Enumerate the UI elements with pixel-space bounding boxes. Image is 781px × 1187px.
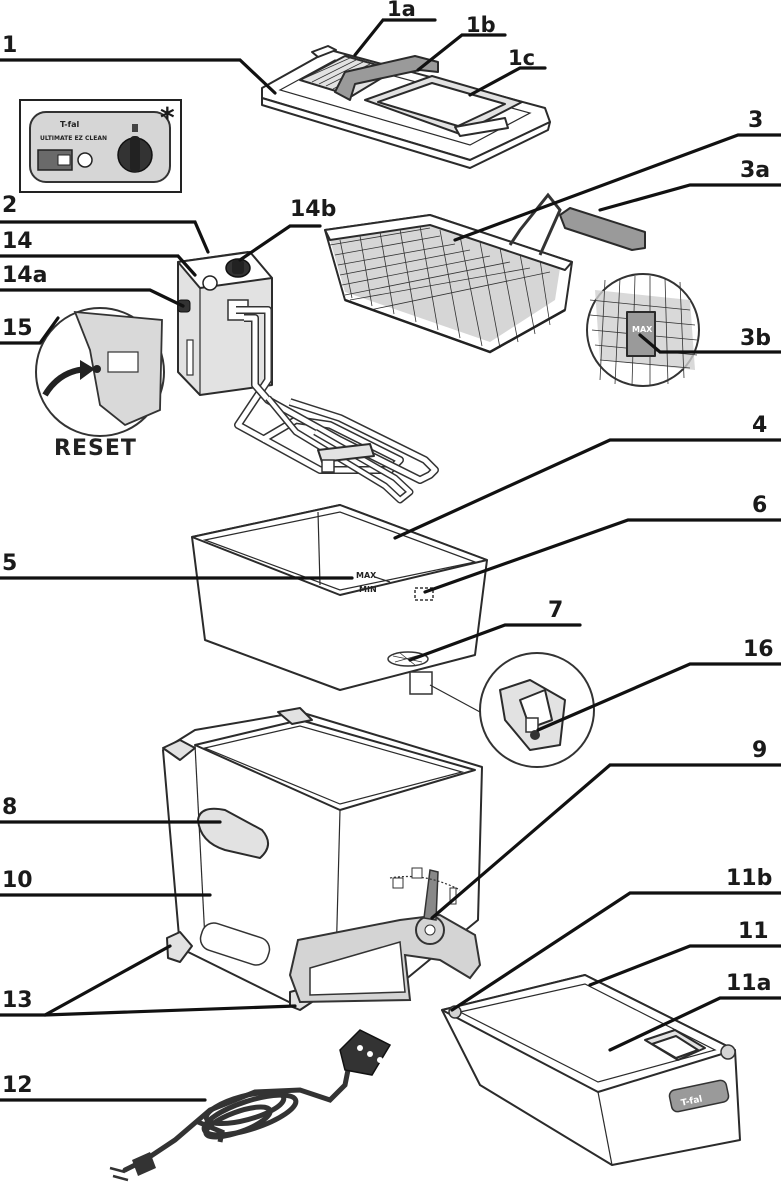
control-panel-inset: T-fal ULTIMATE EZ CLEAN * [19, 99, 182, 193]
callout-7: 7 [548, 598, 563, 623]
callout-1c: 1c [508, 46, 535, 70]
feet [166, 931, 313, 1011]
inset-brand: T-fal [60, 120, 79, 129]
lid-window [364, 75, 523, 135]
callout-10: 10 [2, 868, 33, 893]
basket-mesh [329, 225, 551, 349]
removable-bowl: MAX MIN [191, 504, 488, 695]
tray-brand: T-fal [680, 1094, 703, 1108]
basket-lift-knob-icon [415, 869, 445, 945]
callout-1: 1 [2, 33, 17, 58]
callout-14: 14 [2, 229, 33, 254]
callout-14b: 14b [290, 197, 336, 222]
callout-14a: 14a [2, 263, 47, 288]
reset-label: RESET [54, 436, 137, 461]
basket-max-inset: MAX [586, 273, 700, 387]
tray-brand-plate: T-fal [668, 1079, 730, 1113]
callout-3b: 3b [740, 326, 771, 351]
callout-16: 16 [743, 637, 774, 662]
callout-12: 12 [2, 1073, 33, 1098]
leader-lines [0, 18, 781, 1102]
power-cord [109, 1029, 392, 1182]
callout-4: 4 [752, 413, 767, 438]
callout-15: 15 [2, 316, 33, 341]
callout-2: 2 [2, 193, 17, 218]
inset-model: ULTIMATE EZ CLEAN [40, 135, 107, 142]
frying-basket [324, 192, 646, 354]
callout-13: 13 [2, 988, 33, 1013]
callout-1a: 1a [387, 0, 416, 21]
magnetic-plug-icon [339, 1029, 392, 1076]
control-knob-icon [225, 258, 251, 278]
callout-11: 11 [738, 919, 769, 944]
callout-3a: 3a [740, 158, 770, 183]
fryer-body [162, 707, 483, 1011]
callout-11a: 11a [726, 971, 771, 996]
callout-11b: 11b [726, 866, 772, 891]
basket-handle [559, 207, 646, 251]
callout-5: 5 [2, 551, 17, 576]
drip-tray: T-fal [441, 974, 741, 1166]
lid-handle [334, 55, 439, 101]
heating-element [234, 306, 439, 504]
max-mark: MAX [356, 571, 377, 580]
reset-inset: RESET [35, 307, 165, 461]
basket-max-mark: MAX [632, 325, 653, 334]
wall-plug-icon [109, 1152, 156, 1182]
min-mark: MIN [359, 585, 377, 594]
callout-9: 9 [752, 738, 767, 763]
inset-asterisk: * [160, 101, 175, 134]
callout-labels: 1 1a 1b 1c 2 14 14a 14b 15 3 3a 3b 4 5 6… [2, 0, 774, 1098]
lid [261, 45, 551, 169]
callout-1b: 1b [466, 13, 496, 37]
callout-8: 8 [2, 795, 17, 820]
curved-arrow-icon [42, 360, 95, 397]
temperature-dial-icon [117, 124, 153, 173]
drain-valve-inset [429, 652, 595, 768]
callout-3: 3 [748, 108, 763, 133]
callout-6: 6 [752, 493, 767, 518]
